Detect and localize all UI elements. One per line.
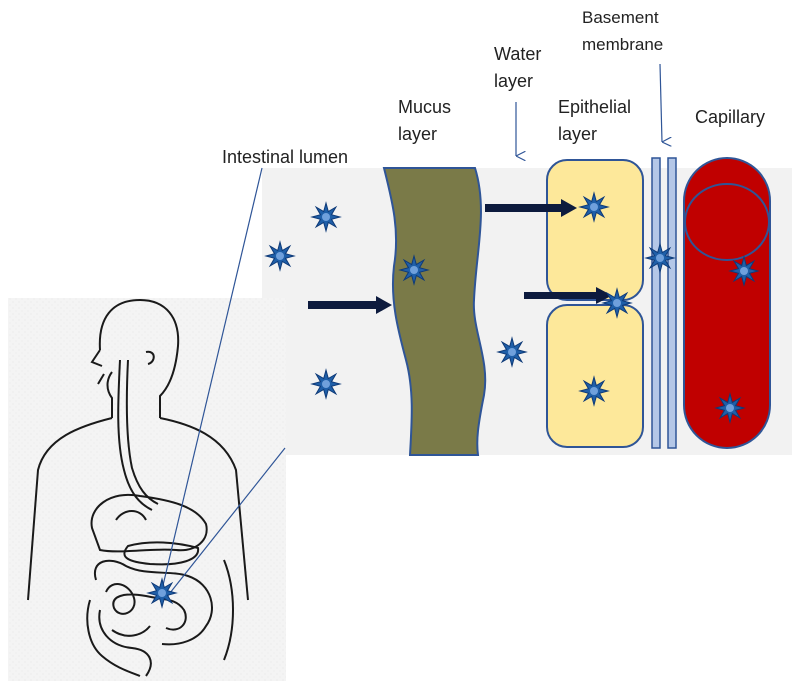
label-intestinal-lumen: Intestinal lumen [222, 147, 348, 167]
basement-membrane-strip-2 [667, 157, 677, 449]
star-burst-icon [714, 392, 746, 424]
zoom-connector-bottom [165, 447, 286, 599]
star-burst-icon [398, 254, 430, 286]
label-water-line1: Water [494, 44, 541, 64]
star-burst-icon [496, 336, 528, 368]
epithelial-cell-bottom [546, 304, 644, 448]
capillary-lumen-ellipse [684, 183, 770, 261]
transport-arrows [308, 199, 612, 314]
star-burst-icon [146, 577, 178, 609]
human-torso-icon [27, 298, 249, 677]
label-basement-line1: Basement [582, 8, 659, 27]
zoom-connector-top [159, 167, 263, 599]
star-burst-icon [310, 201, 342, 233]
label-basement-line2: membrane [582, 35, 663, 54]
star-burst-icon [264, 240, 296, 272]
body-illustration [8, 298, 286, 681]
capillary-vessel [683, 157, 771, 449]
label-capillary: Capillary [695, 107, 765, 127]
label-epithelial-line2: layer [558, 124, 597, 144]
label-mucus-line2: layer [398, 124, 437, 144]
star-burst-icon [601, 287, 633, 319]
star-burst-icon [728, 255, 760, 287]
star-burst-icon [578, 375, 610, 407]
arrow-into-epithelium-junction [524, 287, 612, 304]
arrow-into-epithelium-top [485, 199, 577, 217]
mucus-layer [382, 167, 487, 456]
label-water-line2: layer [494, 71, 533, 91]
star-burst-icon [644, 242, 676, 274]
label-epithelial-line1: Epithelial [558, 97, 631, 117]
molecule-group [146, 191, 760, 609]
basement-membrane-strip-1 [651, 157, 661, 449]
label-mucus-line1: Mucus [398, 97, 451, 117]
star-burst-icon [310, 368, 342, 400]
star-burst-icon [578, 191, 610, 223]
basement-membrane-pointer [659, 63, 662, 142]
arrow-into-mucus [308, 296, 392, 314]
epithelial-cell-top [546, 159, 644, 301]
